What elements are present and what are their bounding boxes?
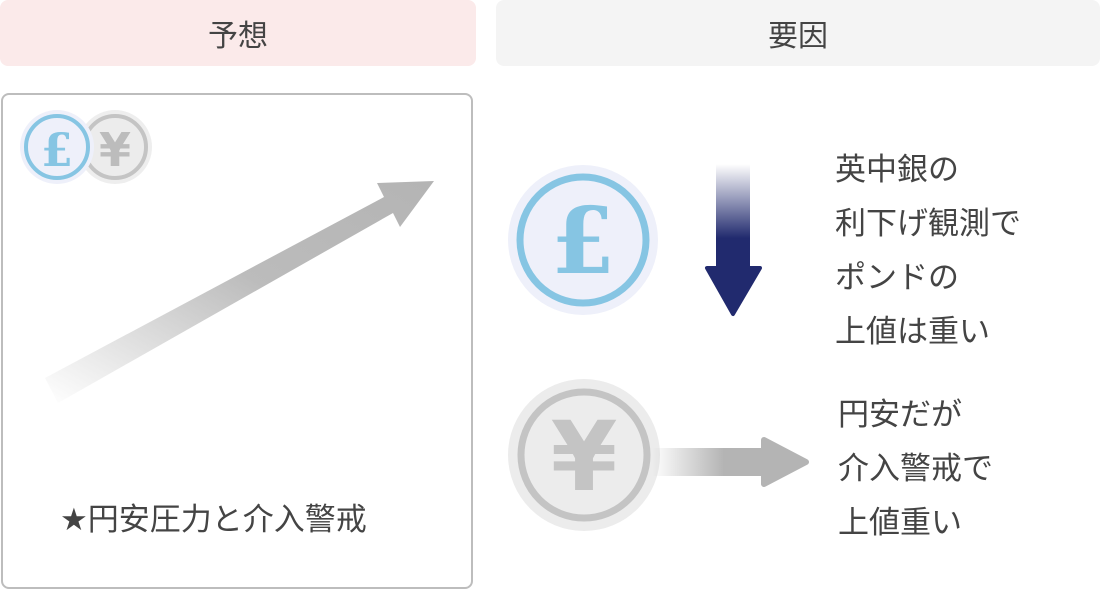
header-factors-label: 要因 xyxy=(768,19,828,54)
yen-factor-text: 円安だが 介入警戒で 上値重い xyxy=(838,397,993,541)
header-factors: 要因 xyxy=(496,0,1100,66)
pound-coin-icon: £ xyxy=(508,165,658,315)
header-forecast-label: 予想 xyxy=(208,19,268,54)
svg-text:£: £ xyxy=(551,187,615,295)
forecast-caption: ★円安圧力と介入警戒 xyxy=(60,502,367,538)
svg-text:¥: ¥ xyxy=(99,123,131,177)
header-forecast: 予想 xyxy=(0,0,476,66)
yen-coin-icon-small: ¥ xyxy=(78,110,152,184)
svg-text:£: £ xyxy=(41,123,73,177)
svg-text:¥: ¥ xyxy=(551,401,618,513)
right-arrow-icon xyxy=(652,437,809,487)
pound-factor-text: 英中銀の 利下げ観測で ポンドの 上値は重い xyxy=(835,152,1021,350)
down-arrow-icon xyxy=(705,164,762,316)
pound-coin-icon-small: £ xyxy=(20,110,94,184)
yen-coin-icon: ¥ xyxy=(508,379,660,531)
up-trend-arrow-icon xyxy=(45,181,434,403)
